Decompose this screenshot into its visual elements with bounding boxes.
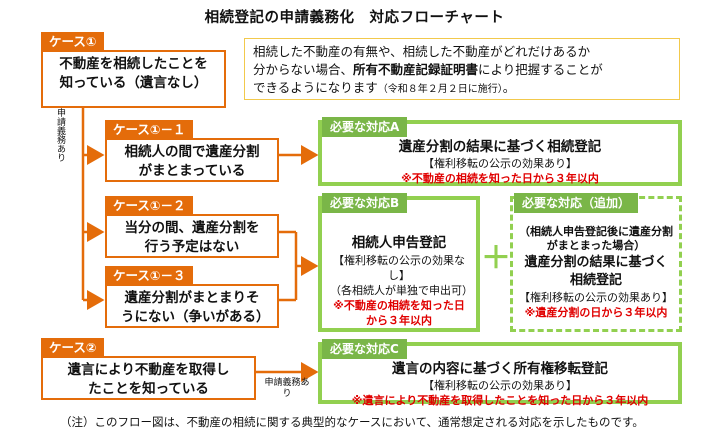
action-additional-box: （相続人申告登記後に遺産分割がまとまった場合） 遺産分割の結果に基づく相続登記 …	[510, 196, 682, 332]
action-a-title: 遺産分割の結果に基づく相続登記	[398, 139, 602, 155]
case2-box: 遺言により不動産を取得したことを知っている	[41, 356, 256, 400]
action-c-deadline: ※遺言により不動産を取得したことを知った日から３年以内	[351, 394, 649, 407]
footnote: （注）このフロー図は、不動産の相続に関する典型的なケースにおいて、通常想定される…	[60, 415, 644, 429]
info-box: 相続した不動産の有無や、相続した不動産がどれだけあるか 分からない場合、所有不動…	[244, 38, 680, 100]
action-a-tag: 必要な対応A	[322, 117, 408, 137]
case1-3-text: 遺産分割がまとまりそうにない（争いがある）	[121, 290, 270, 325]
action-b-tag: 必要な対応B	[322, 193, 408, 213]
info-line2: 分からない場合、所有不動産記録証明書により把握することが	[253, 62, 603, 77]
case1-3-tag: ケース①－３	[105, 266, 194, 286]
case2-tag: ケース②	[41, 338, 105, 358]
info-line3: できるようになります（令和８年２月２日に施行）。	[253, 80, 516, 95]
case1-text: 不動産を相続したことを知っている（遺言なし）	[59, 56, 208, 91]
action-a-deadline: ※不動産の相続を知った日から３年以内	[401, 172, 599, 185]
action-additional-deadline: ※遺産分割の日から３年以内	[524, 306, 668, 319]
action-additional-title: 遺産分割の結果に基づく相続登記	[524, 255, 668, 288]
action-b-title: 相続人申告登記	[351, 235, 447, 251]
case1-tag: ケース①	[41, 32, 105, 52]
case1-1-tag: ケース①－１	[105, 120, 194, 140]
page-title: 相続登記の申請義務化 対応フローチャート	[204, 10, 505, 26]
action-b-note: （各相続人が単独で申出可）	[330, 284, 473, 297]
case1-box: 不動産を相続したことを知っている（遺言なし）	[41, 50, 226, 108]
action-additional-condition: （相続人申告登記後に遺産分割がまとまった場合）	[519, 225, 673, 252]
info-line1: 相続した不動産の有無や、相続した不動産がどれだけあるか	[253, 44, 591, 59]
action-b-effect: 【権利移転の公示の効果なし】	[333, 254, 465, 282]
action-c-effect: 【権利移転の公示の効果あり】	[423, 379, 577, 392]
case1-2-box: 当分の間、遺産分割を行う予定はない	[105, 214, 279, 258]
case1-2-text: 当分の間、遺産分割を行う予定はない	[124, 220, 260, 255]
plus-icon: ＋	[481, 241, 511, 276]
case1-3-box: 遺産分割がまとまりそうにない（争いがある）	[105, 284, 279, 328]
action-c-title: 遺言の内容に基づく所有権移転登記	[392, 361, 608, 377]
action-c-tag: 必要な対応C	[322, 339, 407, 359]
case2-text: 遺言により不動産を取得したことを知っている	[67, 362, 230, 397]
obligation-label-1: 申請義務あり	[55, 108, 65, 162]
action-additional-effect: 【権利移転の公示の効果あり】	[519, 291, 673, 304]
action-additional-tag: 必要な対応（追加）	[514, 193, 639, 213]
case1-1-box: 相続人の間で遺産分割がまとまっている	[105, 138, 279, 182]
action-a-effect: 【権利移転の公示の効果あり】	[423, 157, 577, 170]
case1-1-text: 相続人の間で遺産分割がまとまっている	[124, 144, 260, 179]
action-b-deadline: ※不動産の相続を知った日から３年以内	[333, 299, 465, 327]
action-b-box: 相続人申告登記 【権利移転の公示の効果なし】 （各相続人が単独で申出可） ※不動…	[318, 196, 480, 332]
obligation-label-2: 申請義務あり	[264, 378, 310, 399]
case1-2-tag: ケース①－２	[105, 196, 194, 216]
